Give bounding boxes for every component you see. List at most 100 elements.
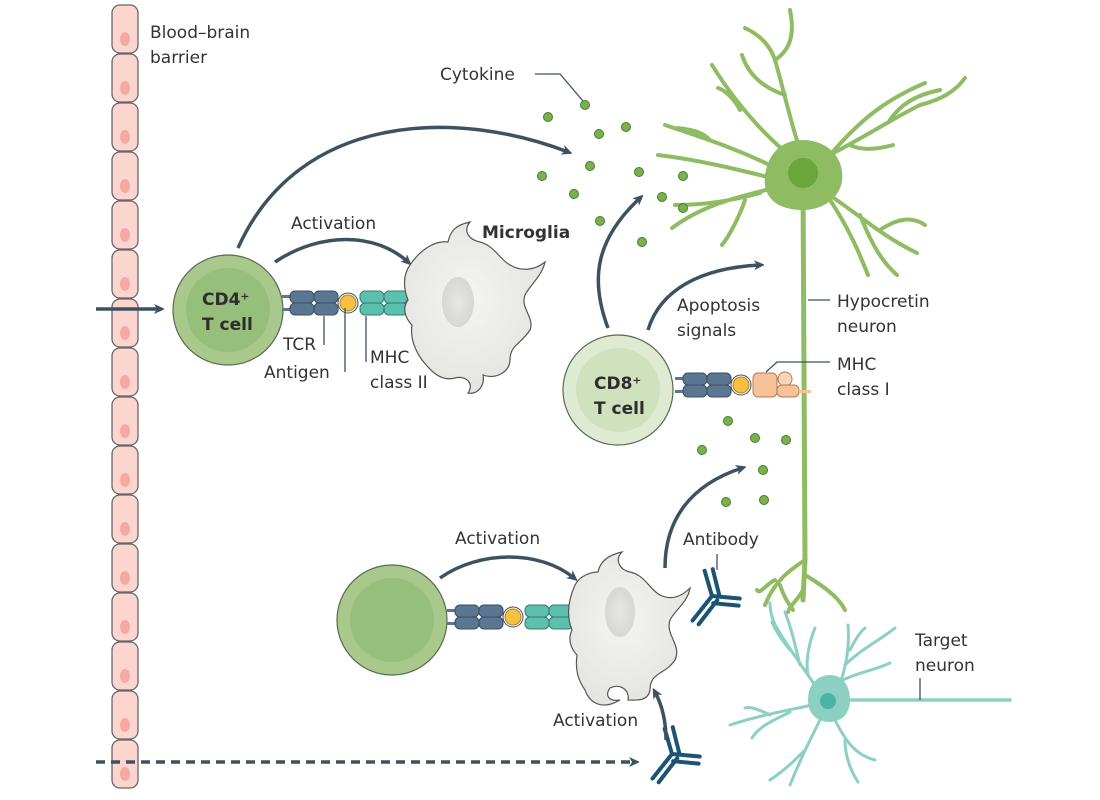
target-nucleus [820, 693, 836, 709]
bbb-label-line2: barrier [150, 48, 207, 68]
cytokine-particle [580, 100, 590, 110]
bbb-label-line1: Blood–brain [150, 23, 250, 43]
endothelial-nucleus [120, 228, 130, 242]
activation-label-antibody: Activation [553, 711, 638, 731]
apoptosis-arrow [646, 265, 760, 331]
antigen-peptide [339, 294, 357, 312]
mhc1-label-line1: MHC [837, 355, 876, 375]
cytokine-particle [759, 495, 769, 505]
antibody-label: Antibody [683, 530, 759, 550]
endothelial-nucleus [120, 130, 130, 144]
cytokine-particle [678, 171, 688, 181]
endothelial-nucleus [120, 81, 130, 95]
cytokine-particle [678, 203, 688, 213]
endothelial-cell [111, 102, 139, 152]
endothelial-cell [111, 347, 139, 397]
endothelial-cell [111, 739, 139, 789]
cytokine-particle [594, 129, 604, 139]
cytokine-leader-line [535, 73, 584, 102]
blood-brain-barrier [111, 4, 139, 789]
cytokine-particle [781, 435, 791, 445]
tcr-domains [682, 372, 732, 398]
target-neuron [728, 601, 1012, 787]
antibody-top [690, 567, 742, 627]
tcr-mhc2-complex [282, 290, 422, 316]
mhc2-domains [359, 290, 409, 316]
microglia-to-cytokine-arrow [663, 468, 742, 569]
cd4-to-cytokine-arrow [236, 125, 568, 249]
endothelial-cell [111, 641, 139, 691]
cd4-t-cell: CD4⁺ T cell [172, 254, 284, 366]
endothelial-cell [111, 396, 139, 446]
microglia-bottom-nucleus [605, 587, 635, 637]
cytokine-particle [585, 161, 595, 171]
endothelial-cell [111, 298, 139, 348]
microglia-top-nucleus [442, 277, 474, 327]
cytokine-particle [758, 465, 768, 475]
apoptosis-label-line1: Apoptosis [677, 296, 760, 316]
cytokine-particle [543, 112, 553, 122]
tcr-mhc1-complex [675, 371, 811, 398]
endothelial-nucleus [120, 669, 130, 683]
antigen-peptide [504, 608, 522, 626]
activation-arrow-bottom [438, 555, 574, 578]
mhc2-domains [524, 604, 574, 630]
endothelial-nucleus [120, 32, 130, 46]
endothelial-nucleus [120, 375, 130, 389]
endothelial-nucleus [120, 179, 130, 193]
mhc2-label-line2: class II [370, 373, 428, 393]
antigen-label: Antigen [264, 363, 330, 383]
mhc1-leader [765, 361, 830, 373]
endothelial-nucleus [120, 571, 130, 585]
target-label-line2: neuron [915, 656, 975, 676]
tcr-mhc2-complex-bottom [447, 604, 587, 630]
cytokine-particle [697, 445, 707, 455]
cytokine-particle [723, 416, 733, 426]
cytokine-particle [634, 167, 644, 177]
target-label-line1: Target [914, 631, 968, 651]
tcr-label: TCR [282, 335, 316, 355]
cd8-label-line1: CD8⁺ [594, 374, 641, 394]
microglia-label: Microglia [482, 223, 570, 243]
endothelial-cell [111, 53, 139, 103]
hypocretin-neuron [656, 8, 967, 614]
tcr-domains [289, 290, 339, 316]
cytokine-particle [537, 171, 547, 181]
cd8-t-cell: CD8⁺ T cell [562, 334, 674, 446]
cd8-label-line2: T cell [594, 399, 645, 419]
cd8-to-cytokine-arrow [596, 198, 640, 329]
cytokine-particle [721, 497, 731, 507]
endothelial-nucleus [120, 767, 130, 781]
activation-label-bottom: Activation [455, 529, 540, 549]
endothelial-cell [111, 445, 139, 495]
cytokine-particle [621, 122, 631, 132]
endothelial-cell [111, 249, 139, 299]
cytokine-particle [569, 189, 579, 199]
endothelial-cell [111, 543, 139, 593]
endothelial-nucleus [120, 277, 130, 291]
tcr-domains [454, 604, 504, 630]
endothelial-cell [111, 690, 139, 740]
endothelial-cell [111, 494, 139, 544]
hypocretin-label-line1: Hypocretin [837, 292, 930, 312]
cytokine-particles [537, 100, 791, 507]
antibody-activation-arrow [655, 692, 668, 741]
cd4-label-line1: CD4⁺ [202, 290, 249, 310]
endothelial-cell [111, 151, 139, 201]
cd4-label-line2: T cell [202, 315, 253, 335]
endothelial-nucleus [120, 326, 130, 340]
endothelial-nucleus [120, 522, 130, 536]
mhc2-label-line1: MHC [370, 348, 409, 368]
cytokine-particle [595, 216, 605, 226]
endothelial-cell [111, 200, 139, 250]
bottom-t-cell [336, 564, 448, 676]
cytokine-label: Cytokine [440, 65, 515, 85]
endothelial-nucleus [120, 473, 130, 487]
cytokine-particle [637, 237, 647, 247]
apoptosis-label-line2: signals [677, 321, 736, 341]
activation-arrow-top [274, 237, 408, 263]
mhc1-label-line2: class I [837, 380, 890, 400]
hypocretin-nucleus [788, 158, 818, 188]
endothelial-nucleus [120, 424, 130, 438]
